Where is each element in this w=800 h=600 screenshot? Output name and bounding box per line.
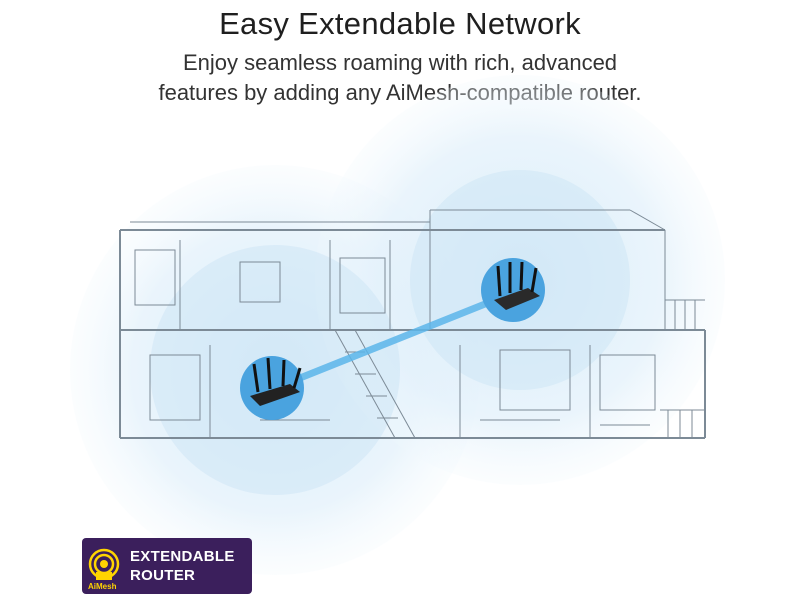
badge-text: EXTENDABLE ROUTER (130, 547, 235, 585)
house-outline (119, 209, 706, 439)
badge-line-1: EXTENDABLE (130, 548, 235, 565)
mesh-link-line (286, 292, 509, 386)
aimesh-logo-text: AiMesh (88, 582, 117, 591)
wifi-coverage-circles (70, 75, 725, 575)
page-title: Easy Extendable Network (219, 6, 581, 41)
extendable-router-badge: AiMesh EXTENDABLE ROUTER (82, 538, 252, 594)
node-router (481, 258, 545, 322)
subtitle-line-1: Enjoy seamless roaming with rich, advanc… (182, 50, 618, 75)
main-router (240, 356, 304, 420)
aimesh-router-icon: AiMesh (82, 538, 130, 594)
badge-line-2: ROUTER (130, 567, 196, 584)
